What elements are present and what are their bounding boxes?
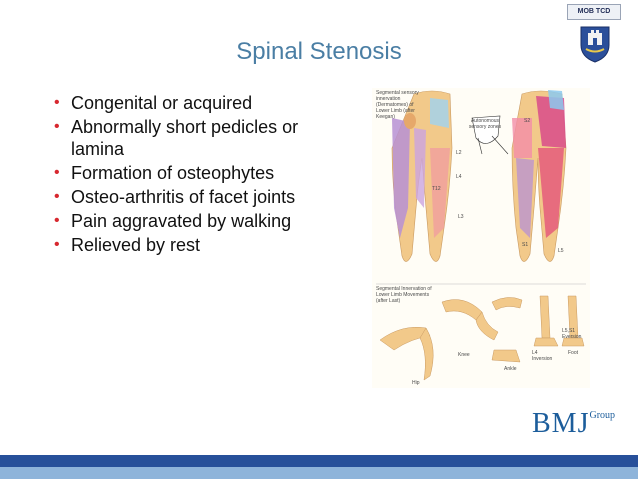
label-l4: L4 [456, 174, 462, 180]
autonomous-zones-callout: Autonomous sensory zones [468, 118, 502, 130]
movements-caption: Segmental Innervation of Lower Limb Move… [376, 286, 432, 304]
bullet-dot-icon: • [54, 94, 60, 111]
bullet-dot-icon: • [54, 164, 60, 181]
bmj-group-logo: BMJGroup [532, 408, 616, 439]
institution-tag: MOB TCD [567, 4, 621, 20]
bullet-item: •Relieved by rest [54, 235, 201, 255]
bullet-item: •Congenital or acquired [54, 93, 253, 113]
label-t12: T12 [432, 186, 441, 192]
bullet-dot-icon: • [54, 188, 60, 205]
dermatome-figure: Segmental sensory innervation (Dermatome… [372, 88, 590, 388]
label-ankle: Ankle [504, 366, 517, 372]
label-knee: Knee [458, 352, 470, 358]
dermatome-caption: Segmental sensory innervation (Dermatome… [376, 90, 419, 120]
bullet-dot-icon: • [54, 118, 60, 135]
label-eversion: L5,S1 Eversion [562, 328, 582, 340]
label-inversion: L4 Inversion [532, 350, 553, 362]
bullet-list: •Congenital or acquired •Abnormally shor… [54, 92, 354, 258]
slide-title: Spinal Stenosis [236, 38, 402, 65]
bullet-item: •Pain aggravated by walking [54, 211, 292, 231]
label-l5: L5 [558, 248, 564, 254]
label-s1: S1 [522, 242, 529, 248]
bullet-dot-icon: • [54, 212, 60, 229]
crest-icon [580, 26, 610, 63]
footer-bar-dark [0, 455, 638, 467]
bullet-item: •Abnormally short pedicles or lamina [54, 117, 299, 159]
bullet-dot-icon: • [54, 236, 60, 253]
bullet-item: •Osteo-arthritis of facet joints [54, 187, 296, 207]
label-s2: S2 [524, 118, 531, 124]
footer-bar-light [0, 467, 638, 479]
label-l3: L3 [458, 214, 464, 220]
bullet-item: •Formation of osteophytes [54, 163, 275, 183]
label-l2: L2 [456, 150, 462, 156]
dermatome-illustration [376, 90, 586, 381]
label-foot: Foot [568, 350, 579, 356]
label-hip: Hip [412, 380, 420, 386]
